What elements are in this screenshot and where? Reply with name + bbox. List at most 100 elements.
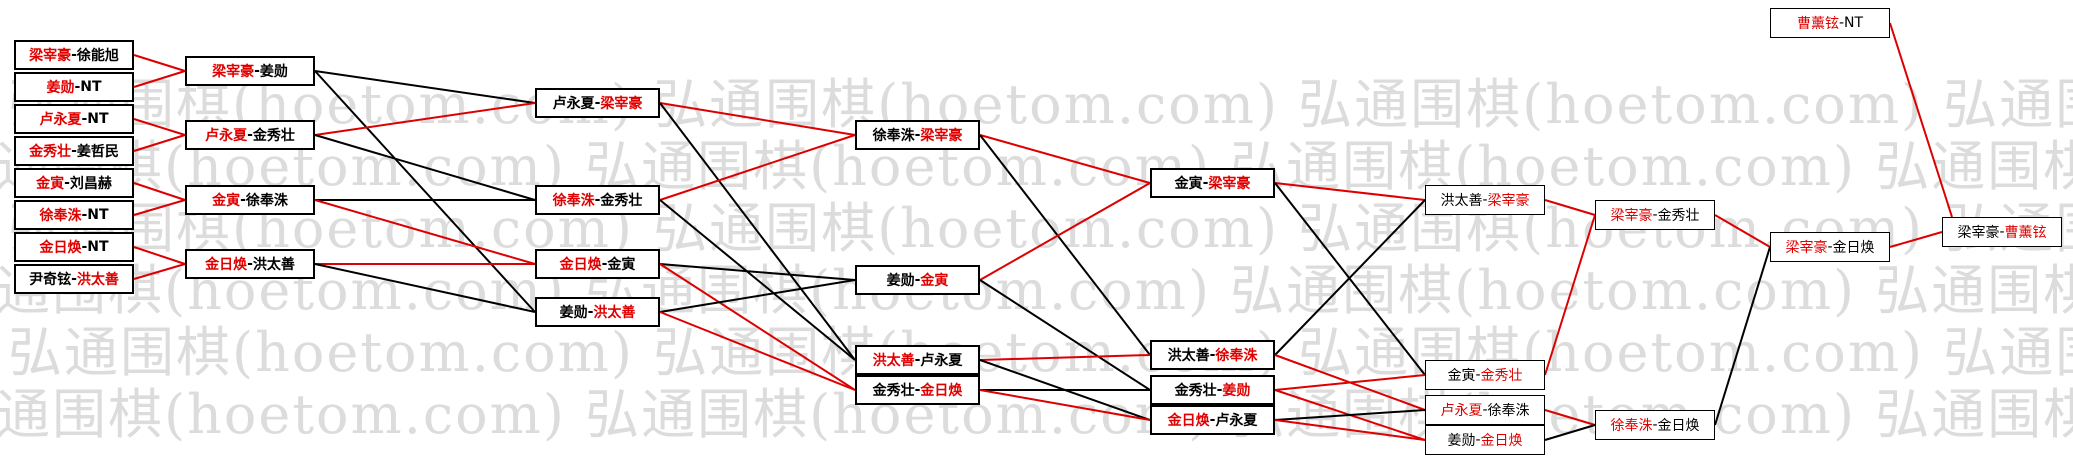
player-separator: -: [240, 192, 246, 208]
match-box: 尹奇铉-洪太善: [14, 264, 134, 294]
player-separator: -: [81, 111, 88, 127]
player-name: NT: [1844, 15, 1864, 31]
player-name: 卢永夏: [1215, 413, 1258, 429]
player-name: 金日焕: [1657, 418, 1700, 434]
player-separator: -: [71, 143, 77, 159]
player-separator: -: [914, 127, 921, 143]
match-box: 金秀壮-姜勋: [1150, 375, 1275, 405]
player-separator: -: [64, 175, 70, 191]
advance-line: [133, 263, 186, 280]
advance-line: [133, 246, 186, 265]
advance-line: [1889, 22, 1953, 218]
player-name: 洪太善: [872, 353, 915, 369]
player-name: 洪太善: [252, 257, 295, 273]
advance-line: [1714, 214, 1771, 248]
match-box: 梁宰豪-姜勋: [185, 56, 315, 86]
advance-line: [979, 389, 1151, 421]
advance-line: [1544, 409, 1596, 426]
match-box: 梁宰豪-曹薰铉: [1942, 217, 2062, 247]
player-name: 金秀壮: [600, 193, 643, 209]
match-box: 卢永夏-梁宰豪: [535, 88, 660, 118]
match-box: 姜勋-洪太善: [535, 297, 660, 327]
player-name: NT: [87, 207, 109, 223]
player-separator: -: [587, 304, 594, 320]
player-name: 金日焕: [920, 383, 963, 399]
advance-line: [659, 311, 856, 391]
match-box: 洪太善-梁宰豪: [1425, 185, 1545, 215]
drop-line: [659, 102, 856, 361]
match-box: 徐奉洙-梁宰豪: [855, 120, 980, 150]
player-name: 刘昌赫: [69, 176, 112, 192]
player-name: 卢永夏: [39, 112, 82, 128]
player-name: 金日焕: [39, 240, 82, 256]
player-name: 金秀壮: [29, 144, 72, 160]
match-box: 卢永夏-徐奉洙: [1425, 395, 1545, 425]
match-box: 金日焕-洪太善: [185, 249, 315, 279]
match-box: 金日焕-金寅: [535, 249, 660, 279]
player-separator: -: [1209, 347, 1216, 363]
player-name: 姜勋: [46, 80, 75, 96]
player-name: 金寅: [920, 273, 949, 289]
drop-line: [659, 279, 856, 313]
player-name: 梁宰豪: [212, 64, 255, 80]
player-name: 金寅: [1447, 368, 1476, 384]
player-name: 徐奉洙: [872, 128, 915, 144]
player-name: 梁宰豪: [1208, 176, 1251, 192]
advance-line: [1889, 231, 1943, 248]
player-separator: -: [247, 127, 253, 143]
player-separator: -: [1216, 382, 1223, 398]
advance-line: [979, 182, 1151, 281]
player-separator: -: [1999, 224, 2005, 240]
match-box: 洪太善-徐奉洙: [1150, 340, 1275, 370]
player-name: 金秀壮: [252, 128, 295, 144]
player-name: 卢永夏: [920, 353, 963, 369]
player-name: 梁宰豪: [1957, 225, 2000, 241]
match-box: 梁宰豪-金日焕: [1770, 232, 1890, 262]
drop-line: [1714, 246, 1771, 426]
player-name: 曹薰铉: [2004, 225, 2047, 241]
player-name: 徐奉洙: [552, 193, 595, 209]
match-box: 洪太善-卢永夏: [855, 345, 980, 375]
player-name: 徐奉洙: [1215, 348, 1258, 364]
match-box: 金寅-金秀壮: [1425, 360, 1545, 390]
match-box: 金日焕-卢永夏: [1150, 405, 1275, 435]
match-box: 曹薰铉-NT: [1770, 8, 1890, 38]
player-name: 金寅: [36, 176, 65, 192]
drop-line: [314, 263, 536, 313]
player-name: 梁宰豪: [920, 128, 963, 144]
player-name: 洪太善: [1167, 348, 1210, 364]
player-name: 卢永夏: [1440, 403, 1483, 419]
player-separator: -: [74, 79, 81, 95]
player-name: 金日焕: [205, 257, 248, 273]
player-separator: -: [1827, 239, 1833, 255]
player-name: 金寅: [1174, 176, 1203, 192]
player-separator: -: [1652, 417, 1658, 433]
match-box: 姜勋-金日焕: [1425, 425, 1545, 455]
advance-line: [133, 54, 186, 72]
player-separator: -: [71, 47, 77, 63]
advance-line: [979, 134, 1151, 184]
player-name: 金秀壮: [1480, 368, 1523, 384]
drop-line: [1544, 424, 1596, 441]
player-name: 徐奉洙: [1610, 418, 1653, 434]
match-box: 梁宰豪-徐能旭: [14, 40, 134, 70]
match-box: 金日焕-NT: [14, 232, 134, 262]
player-name: NT: [87, 111, 109, 127]
player-name: 洪太善: [76, 272, 119, 288]
advance-line: [979, 354, 1151, 361]
player-separator: -: [1482, 402, 1488, 418]
drop-line: [314, 70, 536, 313]
match-box: 金寅-刘昌赫: [14, 168, 134, 198]
player-name: 金日焕: [559, 257, 602, 273]
player-separator: -: [914, 352, 921, 368]
advance-line: [133, 70, 186, 88]
advance-line: [659, 134, 856, 201]
player-name: 金秀壮: [1174, 383, 1217, 399]
player-name: 姜勋: [259, 64, 288, 80]
drop-line: [979, 279, 1151, 391]
advance-line: [133, 134, 186, 152]
player-name: 金日焕: [1480, 433, 1523, 449]
advance-line: [1544, 214, 1596, 376]
player-separator: -: [247, 256, 253, 272]
